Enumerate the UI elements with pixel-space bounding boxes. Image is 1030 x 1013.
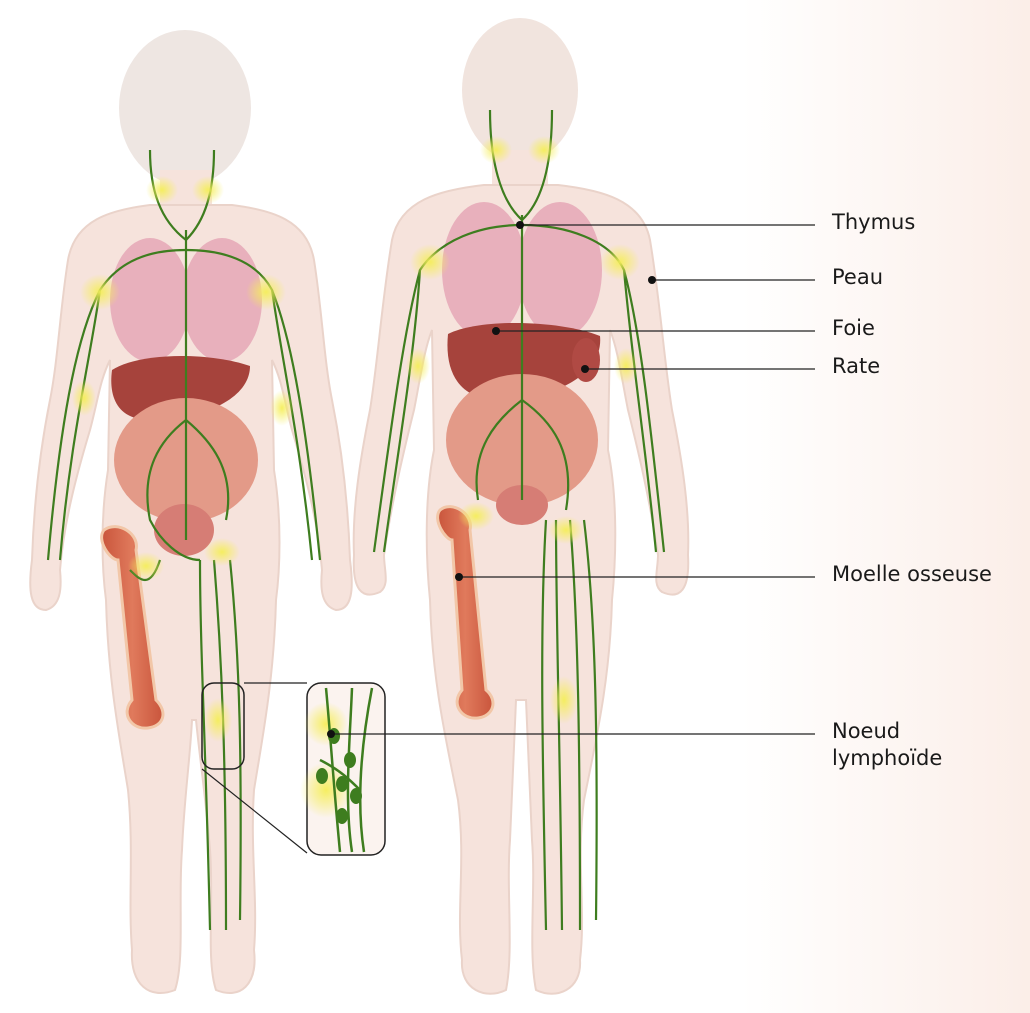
male-spleen: [572, 338, 600, 382]
male-head: [462, 18, 578, 162]
label-peau: Peau: [832, 264, 883, 291]
label-thymus: Thymus: [832, 209, 915, 236]
male-figure: [354, 18, 689, 994]
male-left-lung: [442, 202, 526, 338]
male-right-lung: [518, 202, 602, 338]
label-noeud-lymphoide: Noeud lymphoïde: [832, 718, 942, 772]
label-foie: Foie: [832, 315, 875, 342]
female-head: [119, 30, 251, 186]
label-moelle-osseuse: Moelle osseuse: [832, 561, 992, 588]
label-rate: Rate: [832, 353, 880, 380]
female-left-lung: [110, 238, 190, 362]
female-figure: [30, 30, 352, 993]
